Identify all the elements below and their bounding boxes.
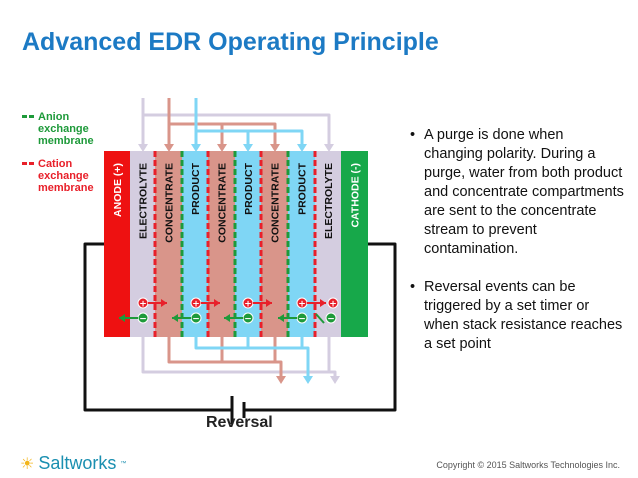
minus-sign: − bbox=[139, 315, 147, 325]
cation-icon bbox=[327, 297, 339, 309]
plus-sign: + bbox=[298, 300, 306, 310]
flow-arrow-icon bbox=[324, 144, 334, 152]
ion-flow-arrow bbox=[315, 313, 325, 324]
plus-sign: + bbox=[329, 300, 337, 310]
ion-arrow-head-icon bbox=[224, 314, 230, 322]
cathode bbox=[341, 151, 368, 337]
flow-arrow-icon bbox=[217, 144, 227, 152]
concentrate-inlet-pipe bbox=[167, 98, 277, 145]
legend-anion: Anion exchange membrane bbox=[22, 111, 108, 147]
ion-arrow-head-icon bbox=[119, 314, 125, 322]
anode bbox=[104, 151, 130, 337]
plus-sign: + bbox=[139, 300, 147, 310]
legend-anion-label: Anion exchange membrane bbox=[38, 111, 94, 147]
flow-arrow-icon bbox=[297, 144, 307, 152]
circuit-wire bbox=[83, 242, 397, 412]
compartment-label: PRODUCT bbox=[297, 162, 309, 215]
electrolyte-inlet-pipe bbox=[141, 98, 331, 145]
plus-sign: + bbox=[192, 300, 200, 310]
flow-arrow-icon bbox=[270, 144, 280, 152]
ion-arrow-head-icon bbox=[161, 299, 167, 307]
legend-cation: Cation exchange membrane bbox=[22, 158, 108, 194]
plus-sign: + bbox=[244, 300, 252, 310]
ion-arrow-head-icon bbox=[266, 299, 272, 307]
ion-arrow-head-icon bbox=[172, 314, 178, 322]
product-outlet-pipe bbox=[194, 337, 310, 376]
compartment-label: CONCENTRATE bbox=[270, 163, 282, 243]
minus-sign: − bbox=[244, 315, 252, 325]
compartment-concentrate bbox=[208, 151, 235, 337]
anode-label: ANODE (+) bbox=[112, 163, 124, 217]
copyright: Copyright © 2015 Saltworks Technologies … bbox=[436, 460, 620, 470]
anion-icon bbox=[325, 312, 337, 324]
compartment-label: CONCENTRATE bbox=[164, 163, 176, 243]
flow-arrow-icon bbox=[303, 376, 313, 384]
legend-cation-label: Cation exchange membrane bbox=[38, 158, 94, 194]
minus-sign: − bbox=[298, 315, 306, 325]
compartment-concentrate bbox=[155, 151, 182, 337]
reversal-label: Reversal bbox=[206, 414, 273, 431]
compartment-label: PRODUCT bbox=[243, 162, 255, 215]
flow-arrow-icon bbox=[138, 144, 148, 152]
compartment-concentrate bbox=[261, 151, 288, 337]
flow-arrow-icon bbox=[330, 376, 340, 384]
bullet-item: A purge is done when changing polarity. … bbox=[410, 126, 625, 259]
bullet-list: A purge is done when changing polarity. … bbox=[410, 126, 625, 373]
slide-title: Advanced EDR Operating Principle bbox=[22, 28, 439, 56]
electrolyte-outlet-pipe bbox=[141, 337, 337, 376]
cathode-label: CATHODE (-) bbox=[350, 163, 362, 228]
concentrate-outlet-pipe bbox=[167, 337, 283, 376]
minus-sign: − bbox=[192, 315, 200, 325]
minus-sign: − bbox=[327, 315, 335, 325]
compartment-label: ELECTROLYTE bbox=[323, 163, 335, 239]
flow-arrow-icon bbox=[191, 144, 201, 152]
ion-arrow-head-icon bbox=[320, 299, 326, 307]
flow-arrow-icon bbox=[243, 144, 253, 152]
cation-dash-icon bbox=[22, 162, 34, 165]
ion-arrow-head-icon bbox=[278, 314, 284, 322]
product-inlet-pipe bbox=[194, 98, 304, 145]
anion-dash-icon bbox=[22, 115, 34, 118]
flow-arrow-icon bbox=[164, 144, 174, 152]
compartment-label: CONCENTRATE bbox=[217, 163, 229, 243]
bullet-item: Reversal events can be triggered by a se… bbox=[410, 278, 625, 354]
compartment-label: ELECTROLYTE bbox=[138, 163, 150, 239]
sun-icon: ☀ bbox=[20, 455, 35, 473]
compartment-label: PRODUCT bbox=[190, 162, 202, 215]
ion-arrow-head-icon bbox=[214, 299, 220, 307]
flow-arrow-icon bbox=[276, 376, 286, 384]
logo-text: Saltworks bbox=[38, 453, 117, 473]
